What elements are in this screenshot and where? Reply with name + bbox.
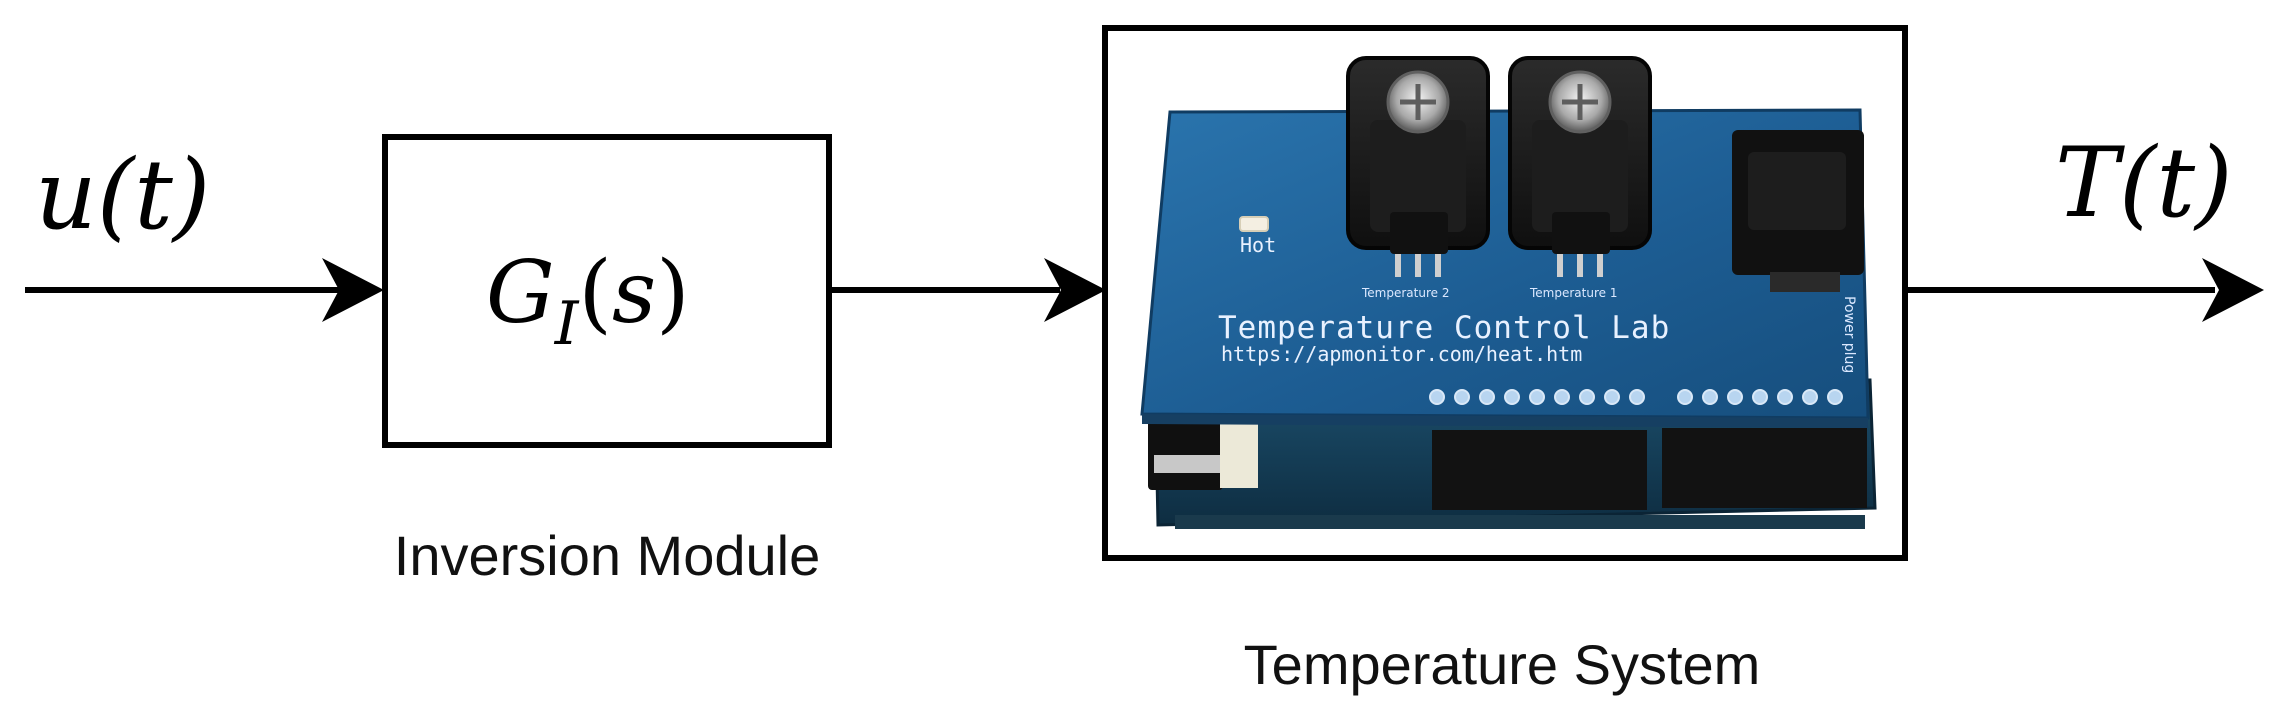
heater-1-icon: [1508, 56, 1652, 277]
tf-variable: s: [612, 243, 656, 343]
sensor-2-label: Temperature 2: [1361, 286, 1449, 300]
output-signal-label: T(t): [2055, 127, 2233, 239]
led-label: Hot: [1240, 233, 1276, 257]
power-jack-icon: [1732, 130, 1864, 292]
tf-subscript: I: [554, 289, 580, 359]
inversion-block: [382, 134, 832, 448]
tf-open-paren: (: [578, 243, 612, 343]
sensor-1-label: Temperature 1: [1529, 286, 1617, 300]
board-url: https://apmonitor.com/heat.htm: [1221, 342, 1582, 366]
input-signal-label: u(t): [35, 139, 210, 251]
tf-close-paren: ): [656, 243, 690, 343]
heater-2-icon: [1346, 56, 1490, 277]
temperature-control-board: Hot: [1140, 56, 1877, 529]
tf-symbol: G: [486, 243, 555, 343]
pin-row: [1429, 389, 1843, 405]
temperature-system-caption: Temperature System: [1244, 633, 1761, 696]
input-arrow: [25, 258, 384, 322]
middle-arrow: [829, 258, 1106, 322]
transfer-function-label: GI(s): [486, 243, 690, 359]
inversion-module-caption: Inversion Module: [394, 524, 820, 587]
board-title: Temperature Control Lab: [1218, 310, 1670, 346]
power-plug-label: Power plug: [1841, 296, 1857, 373]
output-arrow: [1905, 258, 2264, 322]
